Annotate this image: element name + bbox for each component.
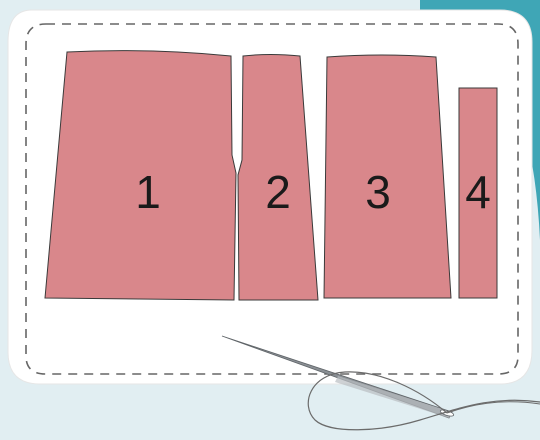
- pattern-piece-1: 1: [45, 51, 236, 300]
- pattern-piece-4: 4: [459, 88, 497, 298]
- piece-3-label: 3: [365, 166, 391, 218]
- piece-4-label: 4: [465, 166, 491, 218]
- piece-2-label: 2: [265, 166, 291, 218]
- piece-1-label: 1: [135, 166, 161, 218]
- pattern-piece-3: 3: [324, 55, 451, 298]
